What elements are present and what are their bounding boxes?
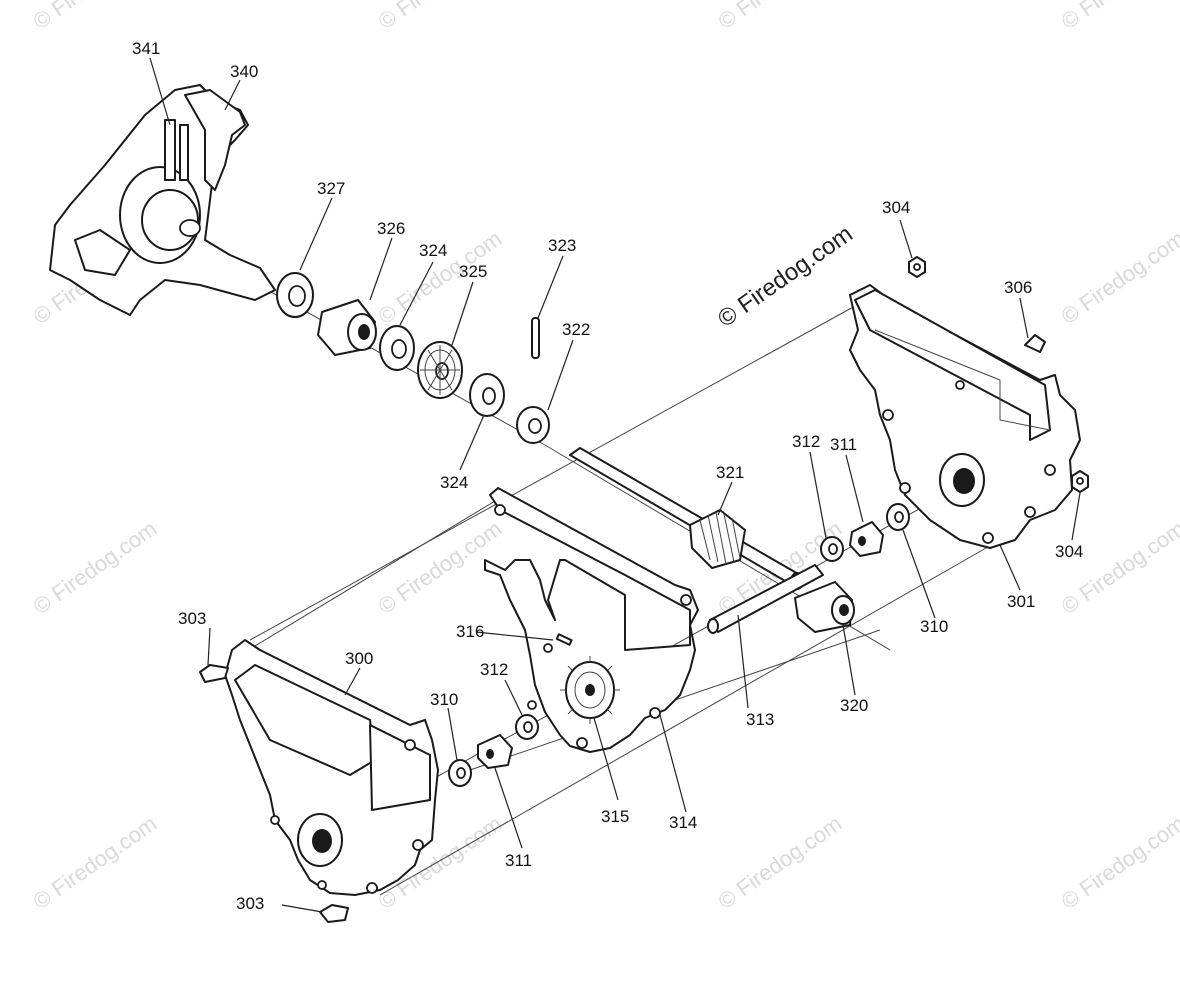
part-311-bushing-b (477, 734, 513, 769)
part-304-nut-b (1071, 470, 1089, 493)
part-312-washer-b (515, 714, 539, 740)
part-326-bushing (317, 299, 377, 356)
callout-321: 321 (716, 463, 744, 482)
callout-324: 324 (440, 473, 468, 492)
part-301-gear-case (849, 284, 1081, 549)
callout-303: 303 (236, 894, 264, 913)
part-327-washer (276, 272, 314, 318)
callout-340: 340 (230, 62, 258, 81)
part-314-gasket (484, 487, 699, 753)
callout-324: 324 (419, 241, 447, 260)
watermark-text: © Firedog.com (714, 0, 847, 34)
part-315-gear (560, 656, 620, 724)
part-303-bolt-b (319, 904, 349, 923)
callout-320: 320 (840, 696, 868, 715)
part-324-washer-b (469, 373, 505, 417)
watermark-text: © Firedog.com (374, 0, 507, 34)
part-310-washer-b (448, 759, 472, 787)
watermark-text: © Firedog.com (1057, 0, 1180, 34)
callout-322: 322 (562, 320, 590, 339)
watermark-text: © Firedog.com (714, 811, 847, 914)
watermark-text: © Firedog.com (29, 811, 162, 914)
callout-303: 303 (178, 609, 206, 628)
callout-306: 306 (1004, 278, 1032, 297)
callout-301: 301 (1007, 592, 1035, 611)
callout-300: 300 (345, 649, 373, 668)
callout-316: 316 (456, 622, 484, 641)
callout-labels: 341 340 327 326 324 325 323 322 324 304 … (132, 39, 1083, 913)
part-303-bolt-a (199, 664, 229, 683)
part-325-bearing (417, 341, 463, 399)
callout-315: 315 (601, 807, 629, 826)
callout-311: 311 (830, 435, 857, 454)
part-311-bushing-a (849, 521, 884, 557)
callout-312: 312 (792, 432, 820, 451)
watermark-text: © Firedog.com (29, 0, 162, 34)
callout-341: 341 (132, 39, 160, 58)
part-304-nut-a (908, 256, 926, 278)
watermark-text: © Firedog.com (1057, 226, 1180, 329)
part-316-key (555, 633, 573, 646)
callout-314: 314 (669, 813, 697, 832)
callout-313: 313 (746, 710, 774, 729)
callout-310: 310 (430, 690, 458, 709)
callout-310: 310 (920, 617, 948, 636)
part-322-washer (516, 406, 550, 444)
callout-311: 311 (505, 851, 532, 870)
callout-304: 304 (1055, 542, 1083, 561)
callout-327: 327 (317, 179, 345, 198)
part-310-washer-a (886, 503, 910, 531)
callout-323: 323 (548, 236, 576, 255)
watermark-text: © Firedog.com (1057, 811, 1180, 914)
callout-312: 312 (480, 660, 508, 679)
callout-325: 325 (459, 262, 487, 281)
callout-326: 326 (377, 219, 405, 238)
watermark-text: © Firedog.com (1057, 516, 1180, 619)
part-306-fitting (1024, 334, 1046, 353)
part-324-washer-a (379, 325, 415, 371)
part-321-worm-shaft (569, 447, 804, 590)
part-312-washer-a (820, 536, 844, 562)
part-300-gear-case (224, 639, 439, 896)
part-320-bushing (794, 581, 855, 633)
watermark-text: © Firedog.com (29, 516, 162, 619)
part-323-pin (531, 317, 540, 359)
leader-lines (149, 57, 1081, 913)
part-340-bracket (49, 84, 276, 316)
callout-304: 304 (882, 198, 910, 217)
